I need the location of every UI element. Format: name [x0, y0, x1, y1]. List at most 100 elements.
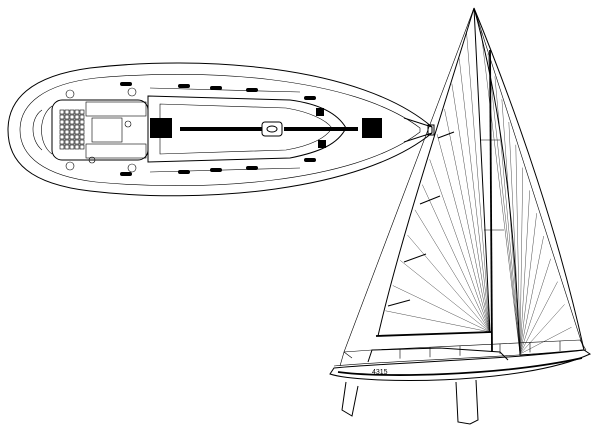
sail-plan-rudder	[341, 381, 359, 417]
deck-plan-centerline-bar-fwd	[284, 127, 358, 131]
grating-cell	[79, 124, 85, 130]
grating-cell	[64, 129, 70, 135]
grating-cell	[79, 144, 85, 150]
sail-plan-sail-seams	[385, 30, 572, 355]
grating-cell	[69, 119, 75, 125]
sail-plan-backstay	[343, 7, 475, 353]
portlight	[210, 86, 222, 90]
genoa-seam	[515, 144, 521, 355]
genoa-seam	[501, 99, 521, 355]
grating-cell	[79, 109, 85, 115]
grating-cell	[64, 119, 70, 125]
deck-plan-bow-pulpit	[403, 117, 433, 143]
sail-plan-battens	[387, 131, 455, 307]
grating-cell	[79, 119, 85, 125]
mainsail-seam	[407, 234, 491, 333]
mainsail-seam	[429, 159, 491, 333]
genoa-seam	[487, 53, 521, 355]
deck-plan	[7, 62, 435, 197]
genoa-seam	[480, 30, 521, 355]
deck-plan-helm-grating	[59, 109, 85, 150]
grating-cell	[74, 134, 80, 140]
deck-plan-mast-step	[261, 121, 283, 137]
grating-cell	[79, 139, 85, 145]
mainsail-seam	[466, 33, 491, 333]
genoa-seam	[519, 327, 572, 355]
batten	[437, 131, 455, 139]
deck-plan-hatch-companionway	[150, 118, 172, 138]
grating-cell	[59, 109, 65, 115]
genoa-seam	[519, 304, 565, 355]
mainsail-seam	[436, 134, 491, 333]
mainsail-seam	[414, 209, 491, 333]
sail-plan-hull-stripe	[337, 357, 583, 376]
deck-plan-mast-section	[266, 125, 278, 133]
batten	[403, 253, 427, 263]
grating-cell	[74, 119, 80, 125]
batten	[419, 195, 441, 205]
sail-plan-cabin	[367, 347, 509, 363]
grating-cell	[59, 144, 65, 150]
grating-cell	[59, 124, 65, 130]
grating-cell	[59, 139, 65, 145]
deck-plan-winch	[127, 87, 137, 97]
grating-cell	[74, 124, 80, 130]
portlight	[246, 88, 258, 92]
grating-cell	[69, 139, 75, 145]
genoa-seam	[508, 121, 521, 355]
deck-plan-cockpit-seat-starboard	[85, 143, 147, 159]
genoa-seam	[519, 167, 523, 355]
sail-plan-mast	[489, 49, 493, 353]
sail-plan-keel	[455, 379, 479, 425]
mainsail-seam	[392, 285, 491, 333]
grating-cell	[74, 139, 80, 145]
grating-cell	[59, 134, 65, 140]
deck-plan-winch	[65, 89, 75, 99]
deck-plan-cockpit-table	[91, 117, 123, 143]
genoa-seam	[519, 281, 558, 355]
grating-cell	[69, 134, 75, 140]
deck-plan-hull-outline	[7, 62, 433, 197]
deck-plan-cockpit-seat-port	[85, 101, 147, 117]
grating-cell	[74, 109, 80, 115]
deck-plan-hatch-small	[318, 140, 326, 148]
grating-cell	[59, 119, 65, 125]
sail-plan-genoa	[473, 7, 585, 356]
grating-cell	[79, 129, 85, 135]
grating-cell	[69, 129, 75, 135]
grating-cell	[79, 134, 85, 140]
deck-plan-genoa-track-starboard	[149, 167, 301, 173]
grating-cell	[74, 129, 80, 135]
portlight	[304, 158, 316, 162]
grating-cell	[64, 139, 70, 145]
deck-plan-winch	[124, 120, 132, 128]
grating-cell	[64, 134, 70, 140]
genoa-seam	[519, 235, 544, 355]
deck-plan-transom	[32, 105, 53, 155]
deck-plan-genoa-track-port	[149, 87, 301, 93]
grating-cell	[64, 144, 70, 150]
sail-plan-stanchions	[399, 340, 561, 359]
portlight	[120, 82, 132, 86]
deck-plan-winch	[65, 161, 75, 171]
grating-cell	[79, 114, 85, 120]
deck-plan-hatch-small	[316, 108, 324, 116]
sail-plan: 4315	[329, 7, 592, 425]
grating-cell	[69, 114, 75, 120]
grating-cell	[64, 114, 70, 120]
grating-cell	[69, 144, 75, 150]
genoa-seam	[519, 213, 537, 355]
mainsail-seam	[422, 184, 491, 333]
mainsail-seam	[385, 310, 491, 333]
portlight	[304, 96, 316, 100]
grating-cell	[69, 109, 75, 115]
mainsail-seam	[451, 83, 491, 333]
mainsail-seam	[459, 58, 491, 333]
grating-cell	[64, 109, 70, 115]
batten	[387, 299, 411, 307]
grating-cell	[59, 114, 65, 120]
deck-plan-deck-edge	[19, 74, 421, 186]
sail-plan-mainsail	[377, 7, 491, 337]
mainsail-seam	[444, 108, 491, 333]
